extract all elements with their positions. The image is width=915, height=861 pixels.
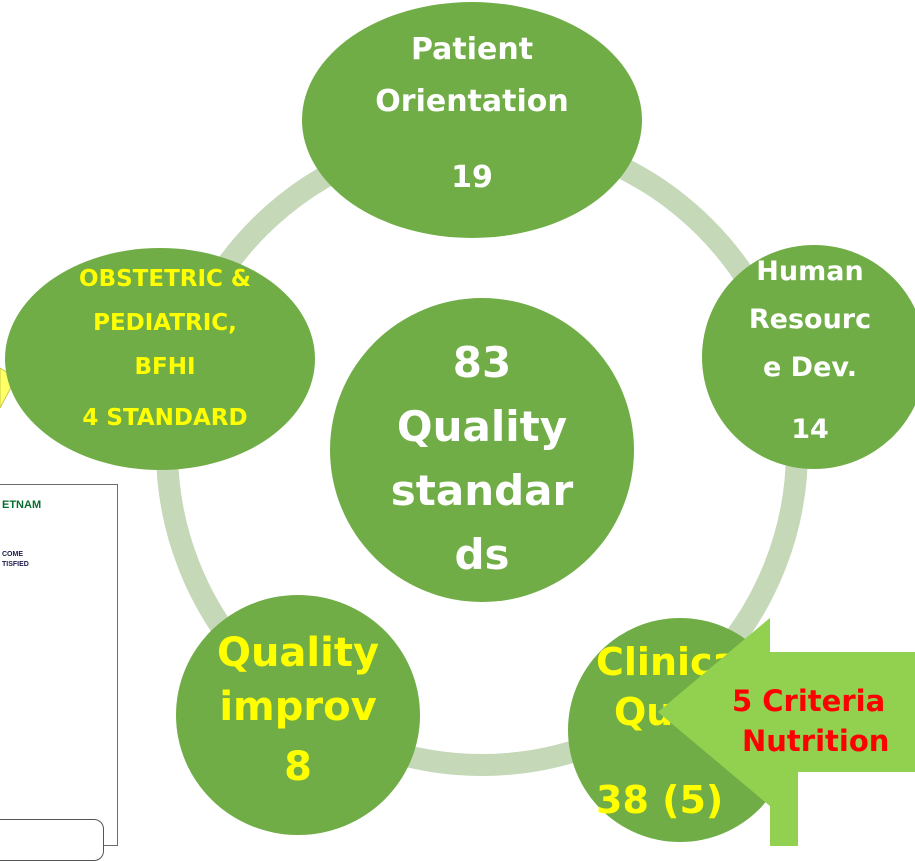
patient-label-1: Patient xyxy=(410,32,534,67)
quality-count: 8 xyxy=(284,744,312,790)
center-label-1: 83 xyxy=(452,338,512,387)
obstetric-label-1: OBSTETRIC & xyxy=(79,266,251,292)
quality-label-1: Quality xyxy=(216,630,380,676)
circle-obstetric xyxy=(5,248,315,470)
inset-rounded-box xyxy=(0,819,104,861)
callout-label-1: 5 Criteria xyxy=(732,684,886,718)
patient-label-2: Orientation xyxy=(375,84,569,119)
circle-center xyxy=(330,298,634,602)
center-label-4: ds xyxy=(454,530,510,579)
circle-patient-orientation xyxy=(302,2,642,238)
circle-human-resource xyxy=(702,245,915,469)
inset-line-2: COME xyxy=(2,551,23,558)
human-label-3: e Dev. xyxy=(762,352,858,383)
human-label-2: Resourc xyxy=(748,304,872,335)
patient-count: 19 xyxy=(451,160,493,195)
clinical-label-1: Clinical xyxy=(596,640,752,684)
center-label-3: standar xyxy=(390,466,574,515)
obstetric-label-3: BFHI xyxy=(134,354,196,380)
quality-label-2: improv xyxy=(219,684,377,730)
clinical-count: 38 (5) xyxy=(596,778,724,822)
obstetric-count: 4 STANDARD xyxy=(82,405,248,431)
obstetric-label-2: PEDIATRIC, xyxy=(93,310,237,336)
human-count: 14 xyxy=(791,414,829,445)
center-label-2: Quality xyxy=(396,402,568,451)
callout-label-2: Nutrition xyxy=(742,724,890,758)
inset-title: ETNAM xyxy=(2,499,42,511)
human-label-1: Human xyxy=(756,256,864,287)
circle-quality-improvement xyxy=(176,595,420,835)
inset-line-3: TISFIED xyxy=(2,561,29,568)
inset-document: ETNAM COME TISFIED xyxy=(0,484,118,861)
